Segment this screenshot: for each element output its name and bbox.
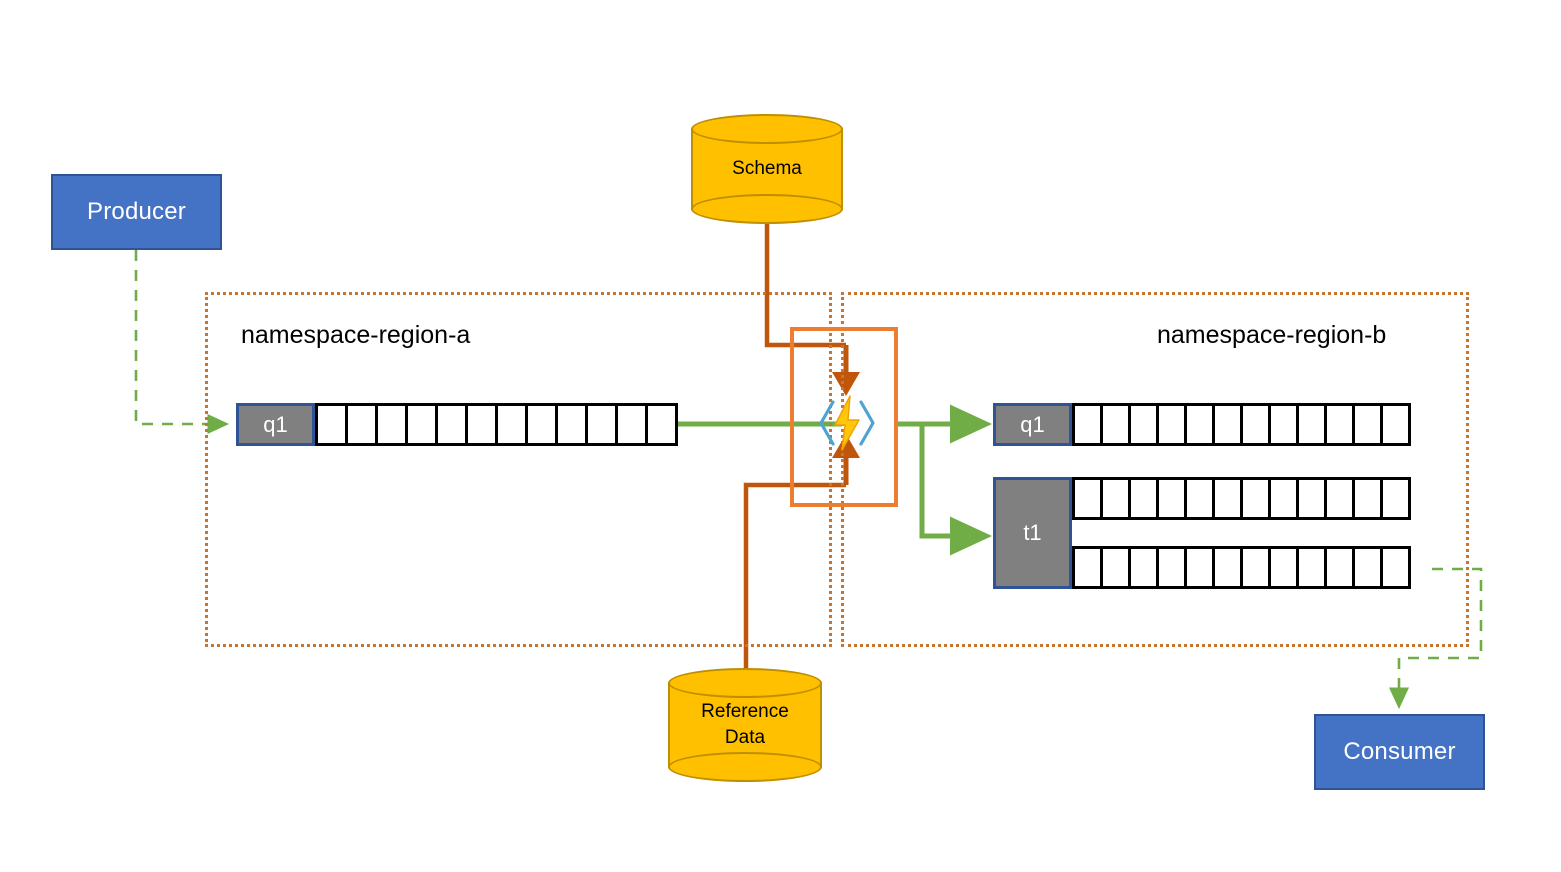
- queue-cell: [1100, 403, 1131, 446]
- namespace-label-region-a: namespace-region-a: [241, 321, 471, 349]
- consumer-label: Consumer: [1343, 738, 1456, 765]
- queue-cell: [1268, 546, 1299, 589]
- queue-cell: [1184, 546, 1215, 589]
- queue-cell: [1324, 403, 1355, 446]
- reference-label-line1: Reference: [701, 701, 789, 723]
- reference-data-datastore[interactable]: Reference Data: [668, 668, 822, 782]
- queue-cell: [1324, 546, 1355, 589]
- queue-cell: [1100, 477, 1131, 520]
- queue-cell: [1240, 546, 1271, 589]
- schema-cylinder-top: [691, 114, 843, 144]
- queue-cell: [1352, 546, 1383, 589]
- queue-cell: [1072, 477, 1103, 520]
- queue-q1-region-b[interactable]: q1: [993, 403, 1411, 446]
- queue-cell: [1184, 477, 1215, 520]
- queue-cell: [1128, 477, 1159, 520]
- schema-label-group: Schema: [691, 114, 843, 224]
- queue-q1-region-b-cells: [1072, 403, 1411, 446]
- queue-cell: [645, 403, 678, 446]
- queue-cell: [1156, 546, 1187, 589]
- queue-cell: [1156, 477, 1187, 520]
- queue-cell: [1296, 403, 1327, 446]
- connector-function-to-topic-b: [919, 424, 993, 556]
- queue-cell: [1352, 403, 1383, 446]
- queue-cell: [495, 403, 528, 446]
- reference-cylinder-bottom: [668, 752, 822, 782]
- reference-cylinder-top: [668, 668, 822, 698]
- queue-cell: [585, 403, 618, 446]
- queue-cell: [1072, 403, 1103, 446]
- queue-cell: [1212, 403, 1243, 446]
- queue-cell: [405, 403, 438, 446]
- azure-function-lightning-icon: [819, 395, 875, 451]
- topic-subscriptions: [1072, 477, 1411, 589]
- reference-label-group: Reference Data: [668, 668, 822, 782]
- queue-cell: [1240, 477, 1271, 520]
- topic-subscription-row: [1072, 477, 1411, 520]
- connector-schema-to-function: [764, 222, 846, 348]
- queue-cell: [1324, 477, 1355, 520]
- queue-cell: [525, 403, 558, 446]
- queue-q1-region-a-label: q1: [236, 403, 315, 446]
- queue-cell: [1128, 546, 1159, 589]
- queue-cell: [375, 403, 408, 446]
- schema-label: Schema: [732, 158, 802, 180]
- schema-cylinder-bottom: [691, 194, 843, 224]
- queue-cell: [1156, 403, 1187, 446]
- function-bridge-box[interactable]: [790, 327, 898, 507]
- namespace-boundary-region-b: [841, 292, 1469, 647]
- queue-cell: [555, 403, 588, 446]
- queue-cell: [1352, 477, 1383, 520]
- queue-cell: [1128, 403, 1159, 446]
- topic-t1-region-b[interactable]: t1: [993, 477, 1411, 589]
- queue-cell: [1296, 546, 1327, 589]
- queue-q1-region-b-label: q1: [993, 403, 1072, 446]
- queue-cell: [1072, 546, 1103, 589]
- topic-subscription-row: [1072, 546, 1411, 589]
- schema-datastore[interactable]: Schema: [691, 114, 843, 224]
- queue-cell: [1296, 477, 1327, 520]
- queue-cell: [615, 403, 648, 446]
- queue-cell: [435, 403, 468, 446]
- up-arrow-icon: [832, 434, 860, 458]
- producer-label: Producer: [87, 198, 186, 225]
- queue-q1-region-a[interactable]: q1: [236, 403, 678, 446]
- queue-cell: [1268, 477, 1299, 520]
- reference-label-line2: Data: [724, 727, 766, 748]
- connector-reference-to-function: [743, 482, 846, 688]
- queue-cell: [1380, 546, 1411, 589]
- queue-cell: [315, 403, 348, 446]
- queue-cell: [465, 403, 498, 446]
- queue-cell: [1212, 546, 1243, 589]
- queue-cell: [1212, 477, 1243, 520]
- consumer-box[interactable]: Consumer: [1314, 714, 1485, 790]
- queue-cell: [1380, 477, 1411, 520]
- queue-cell: [1184, 403, 1215, 446]
- queue-cell: [1240, 403, 1271, 446]
- namespace-label-region-b: namespace-region-b: [1157, 321, 1387, 349]
- queue-cell: [345, 403, 378, 446]
- namespace-boundary-region-a: [205, 292, 832, 647]
- down-arrow-icon: [832, 372, 860, 396]
- topic-t1-region-b-label: t1: [993, 477, 1072, 589]
- producer-box[interactable]: Producer: [51, 174, 222, 250]
- queue-q1-region-a-cells: [315, 403, 678, 446]
- queue-cell: [1100, 546, 1131, 589]
- queue-cell: [1380, 403, 1411, 446]
- queue-cell: [1268, 403, 1299, 446]
